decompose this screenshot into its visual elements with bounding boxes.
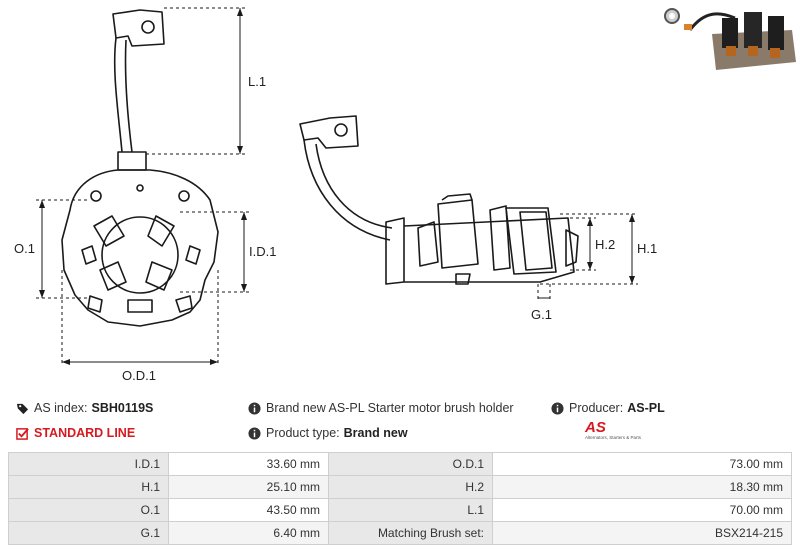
spec-table: I.D.1 33.60 mm O.D.1 73.00 mm H.1 25.10 … <box>8 452 792 545</box>
spec-label: Matching Brush set: <box>328 521 493 545</box>
spec-value: 18.30 mm <box>492 475 792 499</box>
spec-value: 33.60 mm <box>168 452 329 476</box>
spec-value: 70.00 mm <box>492 498 792 522</box>
producer-value: AS-PL <box>627 401 665 415</box>
front-view <box>61 9 219 327</box>
spec-value: 73.00 mm <box>492 452 792 476</box>
product-info: AS index: SBH0119S STANDARD LINE Brand n… <box>0 396 800 446</box>
producer-label: Producer: <box>569 401 624 415</box>
side-view <box>299 115 579 285</box>
spec-label: O.D.1 <box>328 452 493 476</box>
product-type-label: Product type: <box>266 426 340 440</box>
spec-value: 43.50 mm <box>168 498 329 522</box>
info-icon <box>551 401 564 415</box>
dim-label-id1: I.D.1 <box>249 244 276 259</box>
description: Brand new AS-PL Starter motor brush hold… <box>248 401 514 415</box>
product-photo <box>660 0 800 78</box>
spec-label: H.1 <box>8 475 169 499</box>
dim-label-l1: L.1 <box>248 74 266 89</box>
table-row: I.D.1 33.60 mm O.D.1 73.00 mm <box>8 452 792 476</box>
table-row: H.1 25.10 mm H.2 18.30 mm <box>8 475 792 499</box>
as-index-label: AS index: <box>34 401 88 415</box>
dim-label-od1: O.D.1 <box>122 368 156 383</box>
spec-value: 6.40 mm <box>168 521 329 545</box>
dim-label-h1: H.1 <box>637 241 657 256</box>
dim-label-h2: H.2 <box>595 237 615 252</box>
spec-value: BSX214-215 <box>492 521 792 545</box>
technical-drawing: L.1 O.1 I.D.1 O.D.1 H.1 H.2 G.1 <box>14 0 800 383</box>
as-index-value: SBH0119S <box>91 401 154 415</box>
standard-line-label: STANDARD LINE <box>34 426 136 440</box>
dim-label-g1: G.1 <box>531 307 552 322</box>
spec-label: O.1 <box>8 498 169 522</box>
tag-icon <box>16 403 29 414</box>
dimension-lines <box>36 7 638 366</box>
logo-text: AS <box>585 419 606 436</box>
spec-value: 25.10 mm <box>168 475 329 499</box>
spec-label: G.1 <box>8 521 169 545</box>
checkbox-icon <box>16 427 29 440</box>
product-type-value: Brand new <box>343 426 408 440</box>
description-text: Brand new AS-PL Starter motor brush hold… <box>266 401 514 415</box>
dim-label-o1: O.1 <box>14 241 35 256</box>
dimension-arrows <box>39 8 635 365</box>
info-icon <box>248 426 261 440</box>
info-icon <box>248 401 261 415</box>
logo-tagline: Alternators, Starters & Parts <box>585 435 642 440</box>
product-type: Product type: Brand new <box>248 426 408 440</box>
table-row: G.1 6.40 mm Matching Brush set: BSX214-2… <box>8 521 792 545</box>
standard-line: STANDARD LINE <box>16 426 135 440</box>
as-pl-logo: AS Alternators, Starters & Parts <box>585 420 641 441</box>
spec-label: I.D.1 <box>8 452 169 476</box>
spec-label: H.2 <box>328 475 493 499</box>
producer: Producer: AS-PL <box>551 401 665 415</box>
table-row: O.1 43.50 mm L.1 70.00 mm <box>8 498 792 522</box>
as-index: AS index: SBH0119S <box>16 401 153 415</box>
spec-label: L.1 <box>328 498 493 522</box>
